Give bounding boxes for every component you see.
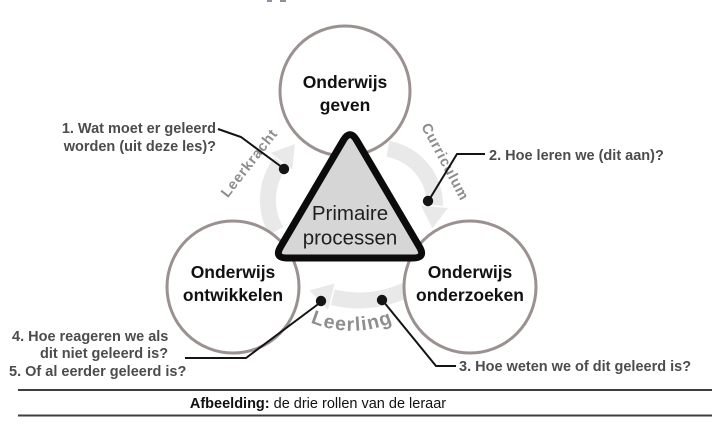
- question-2: 2. Hoe leren we (dit aan)?: [489, 148, 664, 164]
- figure-caption: Afbeelding:de drie rollen van de leraar: [190, 396, 446, 412]
- question-1-line2: worden (uit deze les)?: [63, 139, 216, 155]
- leader-q1-dot: [278, 163, 290, 175]
- cropped-text-artifact: [280, 0, 286, 2]
- leader-q3-dot: [376, 294, 388, 306]
- role-bottom-left-line2: ontwikkelen: [183, 285, 283, 305]
- role-bottom-right-line1: Onderwijs: [428, 262, 513, 282]
- question-5: 5. Of al eerder geleerd is?: [9, 364, 186, 380]
- role-top-line2: geven: [320, 95, 371, 115]
- cropped-text-artifact: [267, 0, 272, 2]
- cycle-arrow-left: [259, 156, 288, 236]
- leader-q2-dot: [422, 195, 434, 207]
- caption-body: de drie rollen van de leraar: [274, 396, 447, 412]
- leader-q4-dot: [315, 295, 327, 307]
- question-4-line1: 4. Hoe reageren we als: [12, 329, 168, 345]
- leader-lines: [185, 128, 485, 367]
- cycle-arrow-right: [386, 141, 444, 211]
- leader-q4: [185, 301, 322, 359]
- leader-q2: [428, 153, 485, 201]
- circle-onderwijs-onderzoeken: [402, 219, 538, 355]
- cycle-arrow-left-head-icon: [267, 141, 297, 173]
- cycle-arrow-right-head-icon: [418, 203, 451, 232]
- role-bottom-right-line2: onderzoeken: [416, 285, 524, 305]
- primary-processes-triangle: [274, 131, 426, 262]
- caption-label: Afbeelding:: [190, 396, 270, 412]
- question-4-line2: dit niet geleerd is?: [40, 346, 168, 362]
- role-top-line1: Onderwijs: [303, 72, 388, 92]
- triangle-label-line1: Primaire: [312, 202, 388, 225]
- leader-q1: [217, 128, 284, 169]
- role-bottom-left-line1: Onderwijs: [191, 262, 276, 282]
- circle-onderwijs-ontwikkelen: [165, 219, 301, 355]
- cycle-label-leerling: Leerling: [309, 306, 396, 335]
- question-1-line1: 1. Wat moet er geleerd: [62, 121, 216, 137]
- leader-q3: [382, 300, 456, 367]
- cycle-arrow-bottom: [330, 279, 416, 309]
- question-3: 3. Hoe weten we of dit geleerd is?: [459, 359, 691, 375]
- triangle-label-line2: processen: [303, 227, 398, 250]
